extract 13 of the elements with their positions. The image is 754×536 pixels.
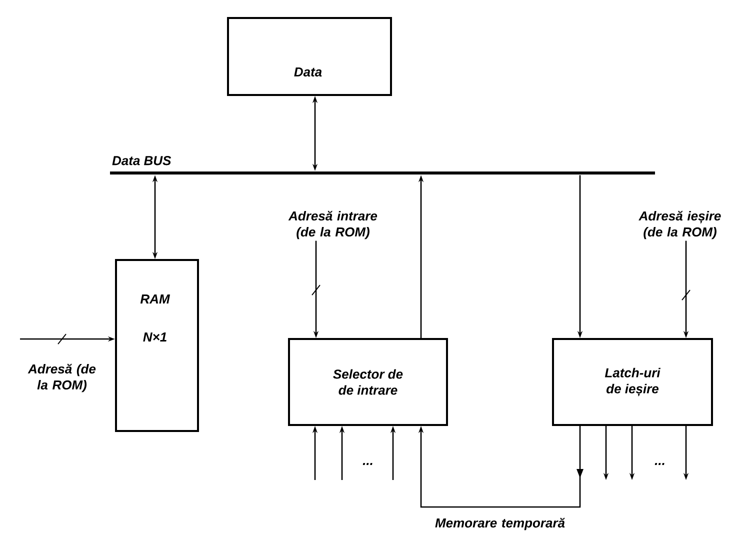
block-box: Selector de de intrare [288,338,448,426]
edge-label: Adresă (de la ROM) [28,364,96,392]
block-box: Latch-uri de ieșire [552,338,713,426]
node-label: Data BUS [112,156,172,166]
signal-label: Adresă intrare (de la ROM) [288,210,378,240]
ellipsis-label: ... [362,463,372,465]
signal-label: Adresă ieșire (de la ROM) [638,210,721,240]
arrow [418,426,584,508]
data-bus: Data BUS [110,156,655,174]
memory-box: RAM N×1 [115,259,199,432]
chip-box: Data [227,17,392,96]
ellipsis-label: ... [654,463,664,465]
edge-label: Memorare temporară [435,518,565,530]
